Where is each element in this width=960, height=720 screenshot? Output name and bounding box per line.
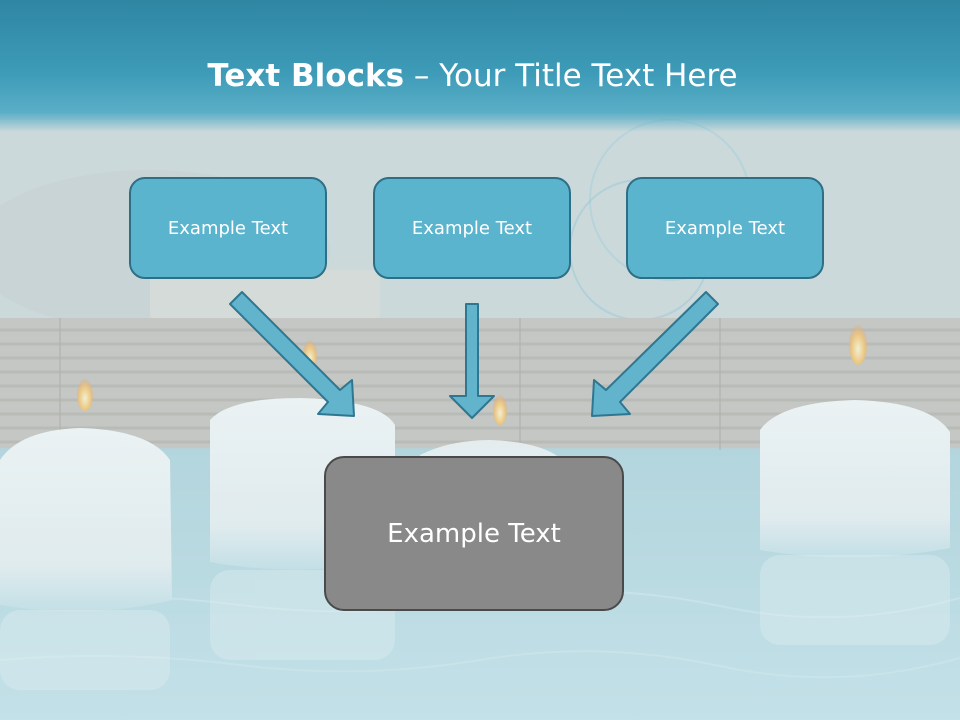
title-rest: Your Title Text Here [439,58,738,94]
arrow-right-down-left [591,291,719,417]
arrow-down [449,303,495,419]
title-bold-part: Text Blocks [207,58,405,94]
text-block-center[interactable]: Example Text [373,177,571,279]
arrow-left-down-right [229,291,355,417]
slide-title[interactable]: Text Blocks – Your Title Text Here [0,52,945,100]
text-block-bottom[interactable]: Example Text [324,456,624,611]
title-dash: – [404,58,440,94]
text-block-right[interactable]: Example Text [626,177,824,279]
text-block-bottom-label: Example Text [387,518,561,549]
text-block-left[interactable]: Example Text [129,177,327,279]
text-block-left-label: Example Text [167,217,289,239]
header-band [0,0,960,132]
text-block-center-label: Example Text [411,217,533,239]
text-block-right-label: Example Text [664,217,786,239]
